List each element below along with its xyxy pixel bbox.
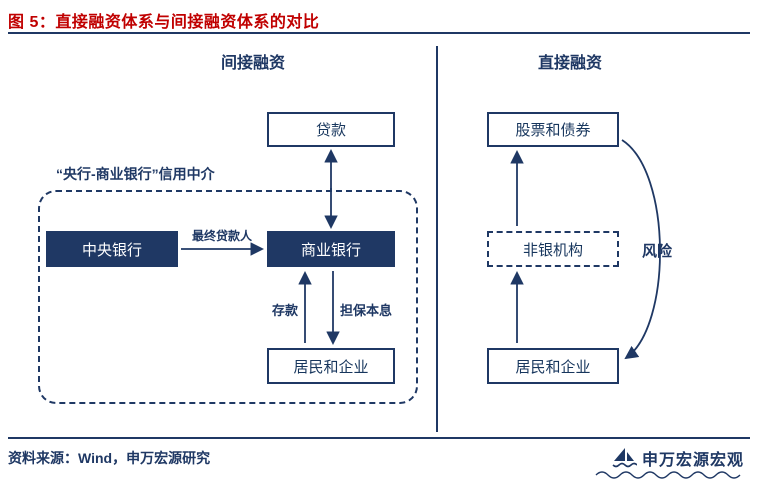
direct-financing-header: 直接融资	[537, 55, 602, 72]
residents-enterprises-box-left: 居民和企业	[267, 348, 395, 384]
loan-box: 贷款	[267, 112, 395, 147]
credit-intermediary-frame	[38, 190, 418, 404]
stocks-bonds-box: 股票和债券	[487, 112, 619, 147]
panel-divider	[436, 46, 438, 432]
central-bank-box: 中央银行	[46, 231, 178, 267]
guarantee-label: 担保本息	[340, 303, 393, 318]
lender-of-last-resort-label: 最终贷款人	[191, 229, 252, 243]
brand-name: 申万宏源宏观	[641, 452, 744, 469]
brand-wave-icon	[595, 471, 741, 479]
footer-rule	[8, 437, 750, 439]
indirect-financing-header: 间接融资	[220, 55, 285, 72]
figure-title: 图 5：直接融资体系与间接融资体系的对比	[8, 14, 320, 31]
deposit-label: 存款	[271, 303, 298, 318]
title-rule	[8, 32, 750, 34]
risk-label: 风险	[642, 243, 673, 260]
source-note: 资料来源：Wind，申万宏源研究	[8, 450, 211, 466]
residents-enterprises-box-right: 居民和企业	[487, 348, 619, 384]
nonbank-institutions-box: 非银机构	[487, 231, 619, 267]
commercial-bank-box: 商业银行	[267, 231, 395, 267]
brand-logo: 申万宏源宏观	[611, 446, 744, 470]
sailboat-logo-icon	[612, 448, 637, 468]
credit-intermediary-label: “央行-商业银行”信用中介	[56, 166, 215, 182]
